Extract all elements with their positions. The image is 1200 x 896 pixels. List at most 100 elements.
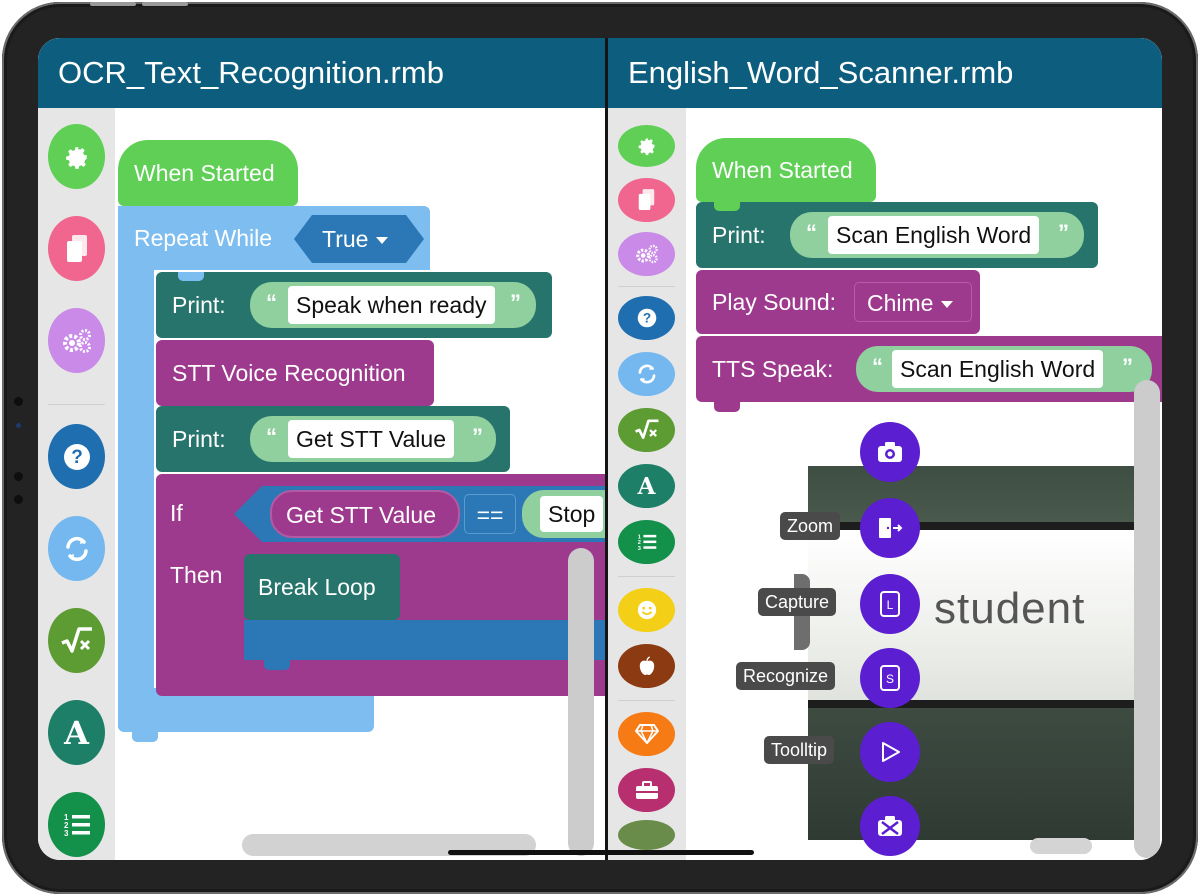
split-view-divider[interactable] [605, 38, 608, 860]
get-stt-value-reporter[interactable]: Get STT Value [270, 490, 460, 538]
block-label: Break Loop [258, 574, 376, 600]
tooltip-tooltip: Toolltip [764, 736, 835, 764]
sensor-dot [16, 423, 21, 428]
refresh-icon[interactable] [618, 352, 675, 396]
chevron-down-icon [941, 301, 954, 309]
block-label: STT Voice Recognition [172, 360, 406, 386]
gear-icon[interactable] [48, 124, 105, 189]
camera-preview: student [808, 466, 1134, 840]
refresh-icon[interactable] [48, 516, 105, 581]
block-label: Print: [172, 426, 226, 452]
repeat-while-body-rail [118, 270, 154, 728]
gem-icon[interactable] [618, 712, 675, 756]
left-pane: OCR_Text_Recognition.rmb ? A [38, 38, 605, 860]
svg-text:2: 2 [64, 821, 69, 830]
when-started-block[interactable]: When Started [118, 140, 298, 206]
print-block[interactable]: Print: “ Speak when ready ” [156, 272, 552, 338]
reporter-label: Get STT Value [286, 502, 436, 528]
apple-icon[interactable] [618, 644, 675, 688]
recognize-tooltip: Recognize [736, 662, 836, 690]
capture-tooltip: Capture [758, 588, 837, 616]
help-icon[interactable]: ? [48, 424, 105, 489]
block-notch [714, 402, 740, 412]
right-pane: English_Word_Scanner.rmb ? A [608, 38, 1162, 860]
compare-operator-dropdown[interactable]: == [464, 494, 516, 534]
camera-button[interactable] [860, 422, 920, 482]
print-string-input[interactable]: Scan English Word [828, 216, 1040, 254]
palette-divider [48, 404, 105, 405]
open-quote-icon: “ [806, 220, 817, 245]
repeat-condition-shape [294, 215, 424, 263]
volume-button [142, 2, 188, 6]
then-branch-bottom [244, 620, 605, 660]
tts-string-input[interactable]: Scan English Word [892, 350, 1104, 388]
block-label: TTS Speak: [712, 356, 834, 382]
close-quote-icon: ” [1122, 354, 1133, 379]
capture-button[interactable]: L [860, 574, 920, 634]
gears-icon[interactable] [618, 232, 675, 276]
vertical-scrollbar[interactable] [568, 548, 594, 856]
break-loop-block[interactable]: Break Loop [244, 554, 400, 620]
right-pane-title: English_Word_Scanner.rmb [608, 38, 1162, 108]
if-label: If [170, 500, 183, 526]
left-pane-title: OCR_Text_Recognition.rmb [38, 38, 605, 108]
recognized-word: student [934, 584, 1086, 633]
card-edge [808, 522, 1134, 530]
copy-icon[interactable] [618, 178, 675, 222]
gears-icon[interactable] [48, 308, 105, 373]
block-label: Repeat While [134, 225, 273, 251]
zoom-button[interactable] [860, 498, 920, 558]
sensor-dot [14, 397, 23, 406]
open-quote-icon: “ [266, 424, 277, 449]
sensor-dot [14, 472, 23, 481]
dropdown-value: True [322, 226, 369, 252]
svg-text:1: 1 [64, 813, 69, 822]
block-notch [132, 732, 158, 742]
camera-background-top [808, 466, 1134, 526]
print-block[interactable]: Print: “ Get STT Value ” [156, 406, 510, 472]
print-block[interactable]: Print: “ Scan English Word ” [696, 202, 1098, 268]
tts-speak-block[interactable]: TTS Speak: “ Scan English Word ” [696, 336, 1162, 402]
text-icon[interactable]: A [48, 700, 105, 765]
palette-divider [618, 700, 675, 701]
play-button[interactable] [860, 722, 920, 782]
svg-text:3: 3 [637, 546, 640, 552]
dropdown-value: Chime [867, 290, 934, 316]
when-started-block[interactable]: When Started [696, 138, 876, 202]
zoom-tooltip: Zoom [780, 512, 841, 540]
recognize-button[interactable]: S [860, 648, 920, 708]
compare-right-input[interactable]: Stop [540, 496, 604, 532]
svg-text:S: S [886, 672, 894, 686]
svg-text:1: 1 [637, 534, 641, 540]
sound-dropdown[interactable]: Chime [854, 282, 972, 322]
stt-voice-recognition-block[interactable]: STT Voice Recognition [156, 340, 434, 406]
toolbox-icon[interactable] [618, 768, 675, 812]
close-quote-icon: ” [472, 424, 483, 449]
block-notch [714, 202, 740, 211]
print-string-input[interactable]: Speak when ready [288, 286, 495, 324]
vertical-scrollbar[interactable] [1134, 380, 1160, 858]
horizontal-scrollbar[interactable] [1030, 838, 1092, 854]
palette-divider [618, 576, 675, 577]
gear-icon[interactable] [618, 125, 675, 167]
open-quote-icon: “ [872, 354, 883, 379]
block-notch [178, 272, 204, 281]
palette-item-partial[interactable] [618, 820, 675, 850]
math-icon[interactable] [48, 608, 105, 673]
copy-icon[interactable] [48, 216, 105, 281]
repeat-condition-dropdown[interactable]: True [312, 221, 412, 257]
home-indicator[interactable] [448, 850, 754, 855]
math-icon[interactable] [618, 408, 675, 452]
block-label: Print: [712, 222, 766, 248]
sensor-dot [14, 495, 23, 504]
emoji-icon[interactable] [618, 588, 675, 632]
block-notch [264, 660, 290, 670]
svg-text:2: 2 [637, 540, 640, 546]
close-camera-button[interactable] [860, 796, 920, 856]
text-icon[interactable]: A [618, 464, 675, 508]
print-string-input[interactable]: Get STT Value [288, 420, 454, 458]
help-icon[interactable]: ? [618, 296, 675, 340]
